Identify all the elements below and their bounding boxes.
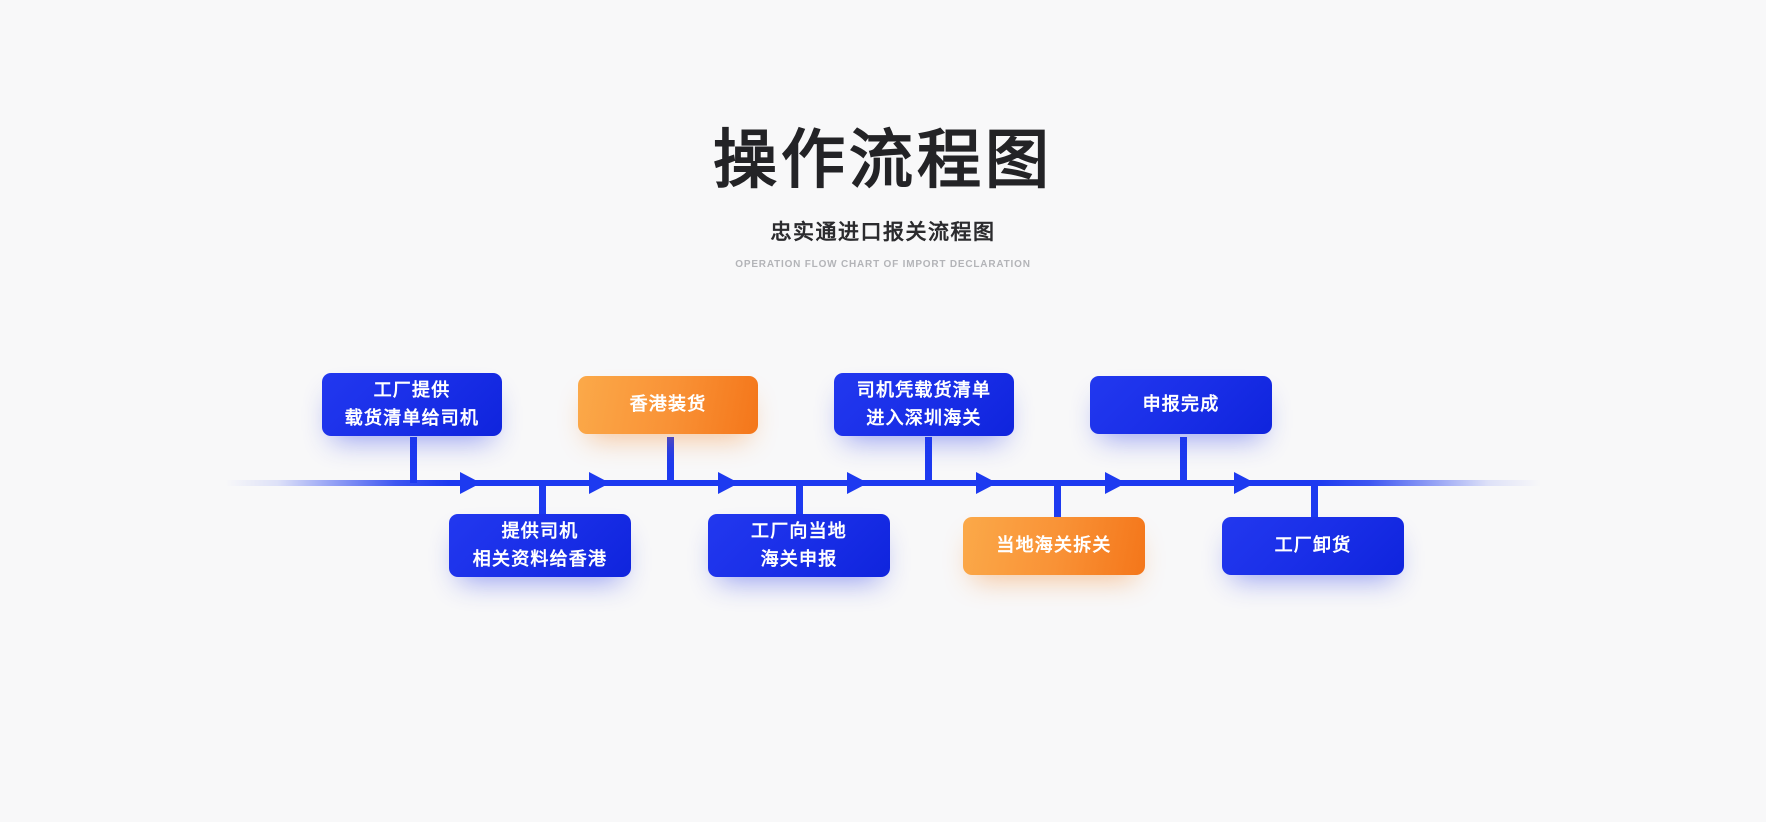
- flow-node-8-label: 工厂卸货: [1274, 535, 1352, 556]
- timeline-axis: [225, 480, 1541, 486]
- connector-stem-node-6: [1054, 480, 1061, 526]
- flow-node-6-label: 当地海关拆关: [996, 535, 1112, 556]
- chart-header: 操作流程图 忠实通进口报关流程图 OPERATION FLOW CHART OF…: [0, 124, 1766, 270]
- flow-node-4-label: 工厂向当地 海关申报: [751, 521, 847, 569]
- subtitle-english: OPERATION FLOW CHART OF IMPORT DECLARATI…: [735, 258, 1031, 270]
- timeline-arrow-1: [460, 472, 481, 494]
- connector-stem-node-3: [667, 437, 674, 483]
- subtitle-chinese: 忠实通进口报关流程图: [770, 220, 996, 244]
- timeline-arrow-3: [718, 472, 739, 494]
- timeline-arrow-7: [1234, 472, 1255, 494]
- flow-node-5[interactable]: 司机凭载货清单 进入深圳海关: [834, 373, 1014, 436]
- flow-node-2-label: 提供司机 相关资料给香港: [472, 521, 608, 569]
- flow-node-6[interactable]: 当地海关拆关: [963, 517, 1145, 575]
- connector-stem-node-7: [1180, 437, 1187, 483]
- connector-stem-node-5: [925, 437, 932, 483]
- flow-node-3[interactable]: 香港装货: [578, 376, 758, 434]
- page-title: 操作流程图: [713, 124, 1053, 196]
- flow-node-5-label: 司机凭载货清单 进入深圳海关: [856, 380, 992, 428]
- flow-node-3-label: 香港装货: [629, 394, 707, 415]
- flow-node-8[interactable]: 工厂卸货: [1222, 517, 1404, 575]
- flow-node-1[interactable]: 工厂提供 载货清单给司机: [322, 373, 502, 436]
- timeline-arrow-2: [589, 472, 610, 494]
- flow-node-4[interactable]: 工厂向当地 海关申报: [708, 514, 890, 577]
- connector-stem-node-8: [1311, 480, 1318, 526]
- connector-stem-node-2: [539, 480, 546, 526]
- timeline-arrow-4: [847, 472, 868, 494]
- flow-node-7-label: 申报完成: [1142, 394, 1220, 415]
- timeline-arrow-5: [976, 472, 997, 494]
- flow-node-1-label: 工厂提供 载货清单给司机: [344, 380, 480, 428]
- flow-node-2[interactable]: 提供司机 相关资料给香港: [449, 514, 631, 577]
- timeline-arrow-6: [1105, 472, 1126, 494]
- connector-stem-node-1: [410, 437, 417, 483]
- flow-node-7[interactable]: 申报完成: [1090, 376, 1272, 434]
- connector-stem-node-4: [796, 480, 803, 526]
